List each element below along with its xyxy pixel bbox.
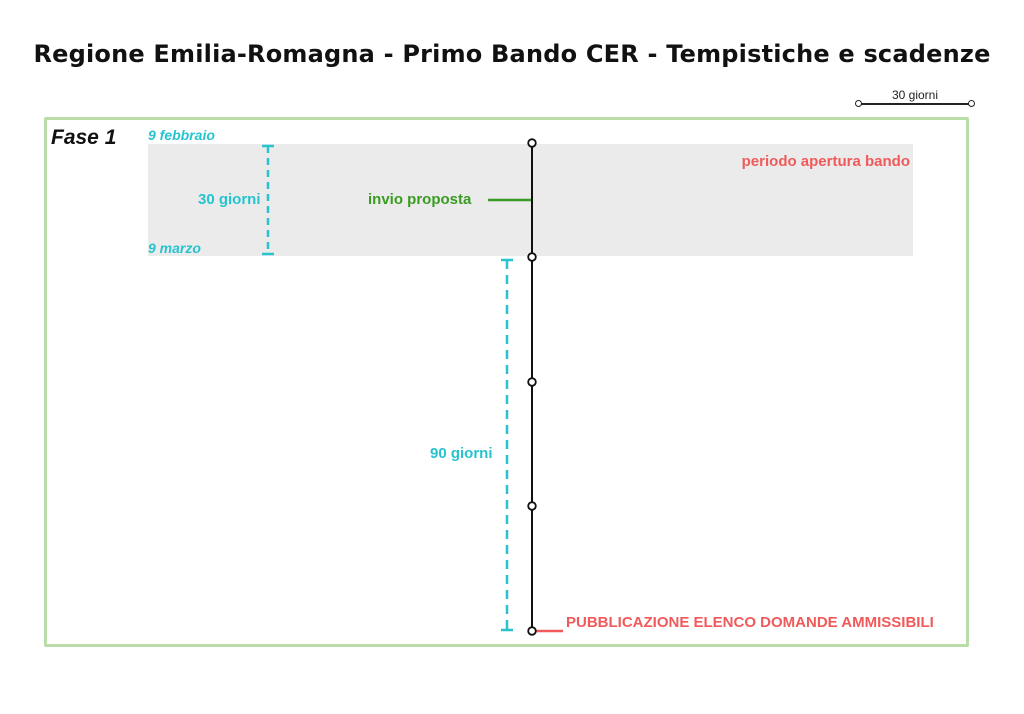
page-title: Regione Emilia-Romagna - Primo Bando CER… xyxy=(33,40,991,68)
duration-90-label: 90 giorni xyxy=(430,445,493,462)
opening-period-label: periodo apertura bando xyxy=(741,153,910,170)
duration-30-bracket xyxy=(262,144,274,256)
end-date-label: 9 marzo xyxy=(148,240,201,256)
duration-30-label: 30 giorni xyxy=(198,191,261,208)
timeline-node-start xyxy=(527,138,537,148)
scale-label: 30 giorni xyxy=(891,88,939,102)
publication-label: PUBBLICAZIONE ELENCO DOMANDE AMMISSIBILI xyxy=(566,614,934,631)
scale-start-dot xyxy=(855,100,862,107)
phase-frame xyxy=(44,117,969,647)
start-date-label: 9 febbraio xyxy=(148,127,215,143)
scale-end-dot xyxy=(968,100,975,107)
duration-90-bracket xyxy=(501,258,513,632)
timeline-node-end-opening xyxy=(527,252,537,262)
timeline-node-month-1 xyxy=(527,377,537,387)
timeline-node-month-2 xyxy=(527,501,537,511)
timeline-node-publication xyxy=(527,626,537,636)
submission-label: invio proposta xyxy=(368,191,472,208)
scale-bar xyxy=(858,103,972,105)
phase-label: Fase 1 xyxy=(51,126,117,149)
